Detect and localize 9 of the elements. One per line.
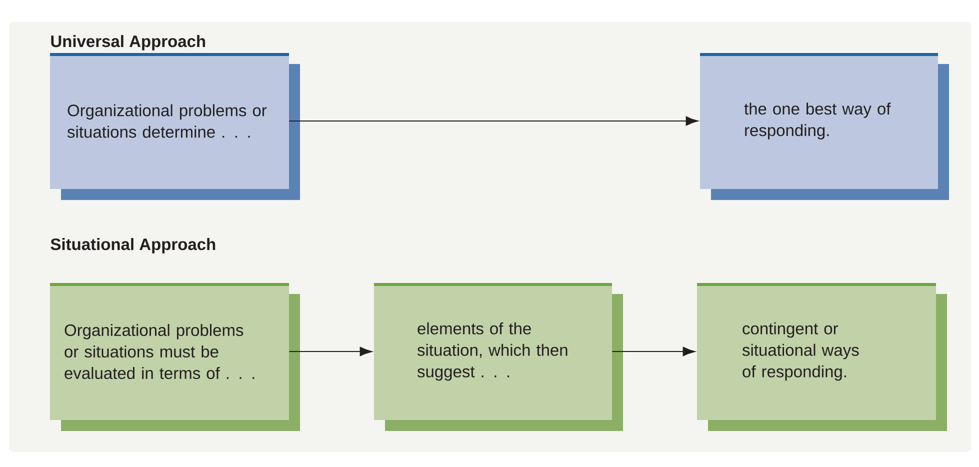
arrow <box>612 346 696 356</box>
process-box: Organizational problems or situations must be evaluated in terms of . . . <box>50 283 300 431</box>
process-box: the one best way of responding. <box>700 53 949 200</box>
arrow <box>288 346 372 356</box>
process-box: Organizational problems or situations determine . . . <box>50 53 300 200</box>
process-box: elements of the situation, which then suggest . . . <box>374 283 623 431</box>
process-box: contingent or situational ways of responding. <box>697 283 947 431</box>
section-heading: Situational Approach <box>50 238 216 254</box>
arrow <box>288 116 698 126</box>
